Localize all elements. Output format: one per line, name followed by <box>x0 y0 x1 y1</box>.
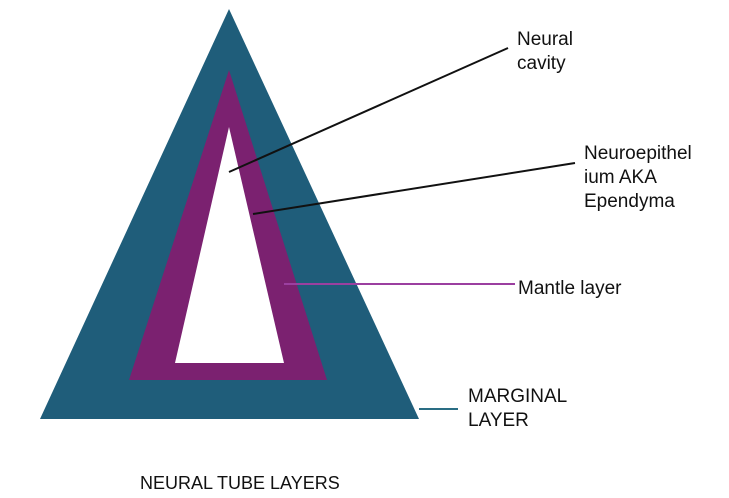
marginal-layer-label-line-2: LAYER <box>468 410 529 431</box>
neural-cavity-label: Neural cavity <box>517 28 573 76</box>
neural-cavity-label-line-2: cavity <box>517 53 566 74</box>
marginal-layer-label: MARGINAL LAYER <box>468 385 567 433</box>
neuroepithelium-pointer-line <box>252 162 576 215</box>
neural-cavity-triangle <box>175 127 284 363</box>
mantle-layer-label: Mantle layer <box>518 277 622 301</box>
neuroepithelium-label-line-3: Ependyma <box>584 191 675 212</box>
mantle-layer-label-line-1: Mantle layer <box>518 278 622 299</box>
neural-cavity-label-line-1: Neural <box>517 29 573 50</box>
neural-cavity-pointer-line <box>228 47 509 173</box>
neuroepithelium-label: Neuroepithel ium AKA Ependyma <box>584 142 692 214</box>
neuroepithelium-label-line-1: Neuroepithel <box>584 143 692 164</box>
neuroepithelium-label-line-2: ium AKA <box>584 167 657 188</box>
diagram-caption: NEURAL TUBE LAYERS <box>140 473 340 493</box>
marginal-layer-label-line-1: MARGINAL <box>468 386 568 407</box>
